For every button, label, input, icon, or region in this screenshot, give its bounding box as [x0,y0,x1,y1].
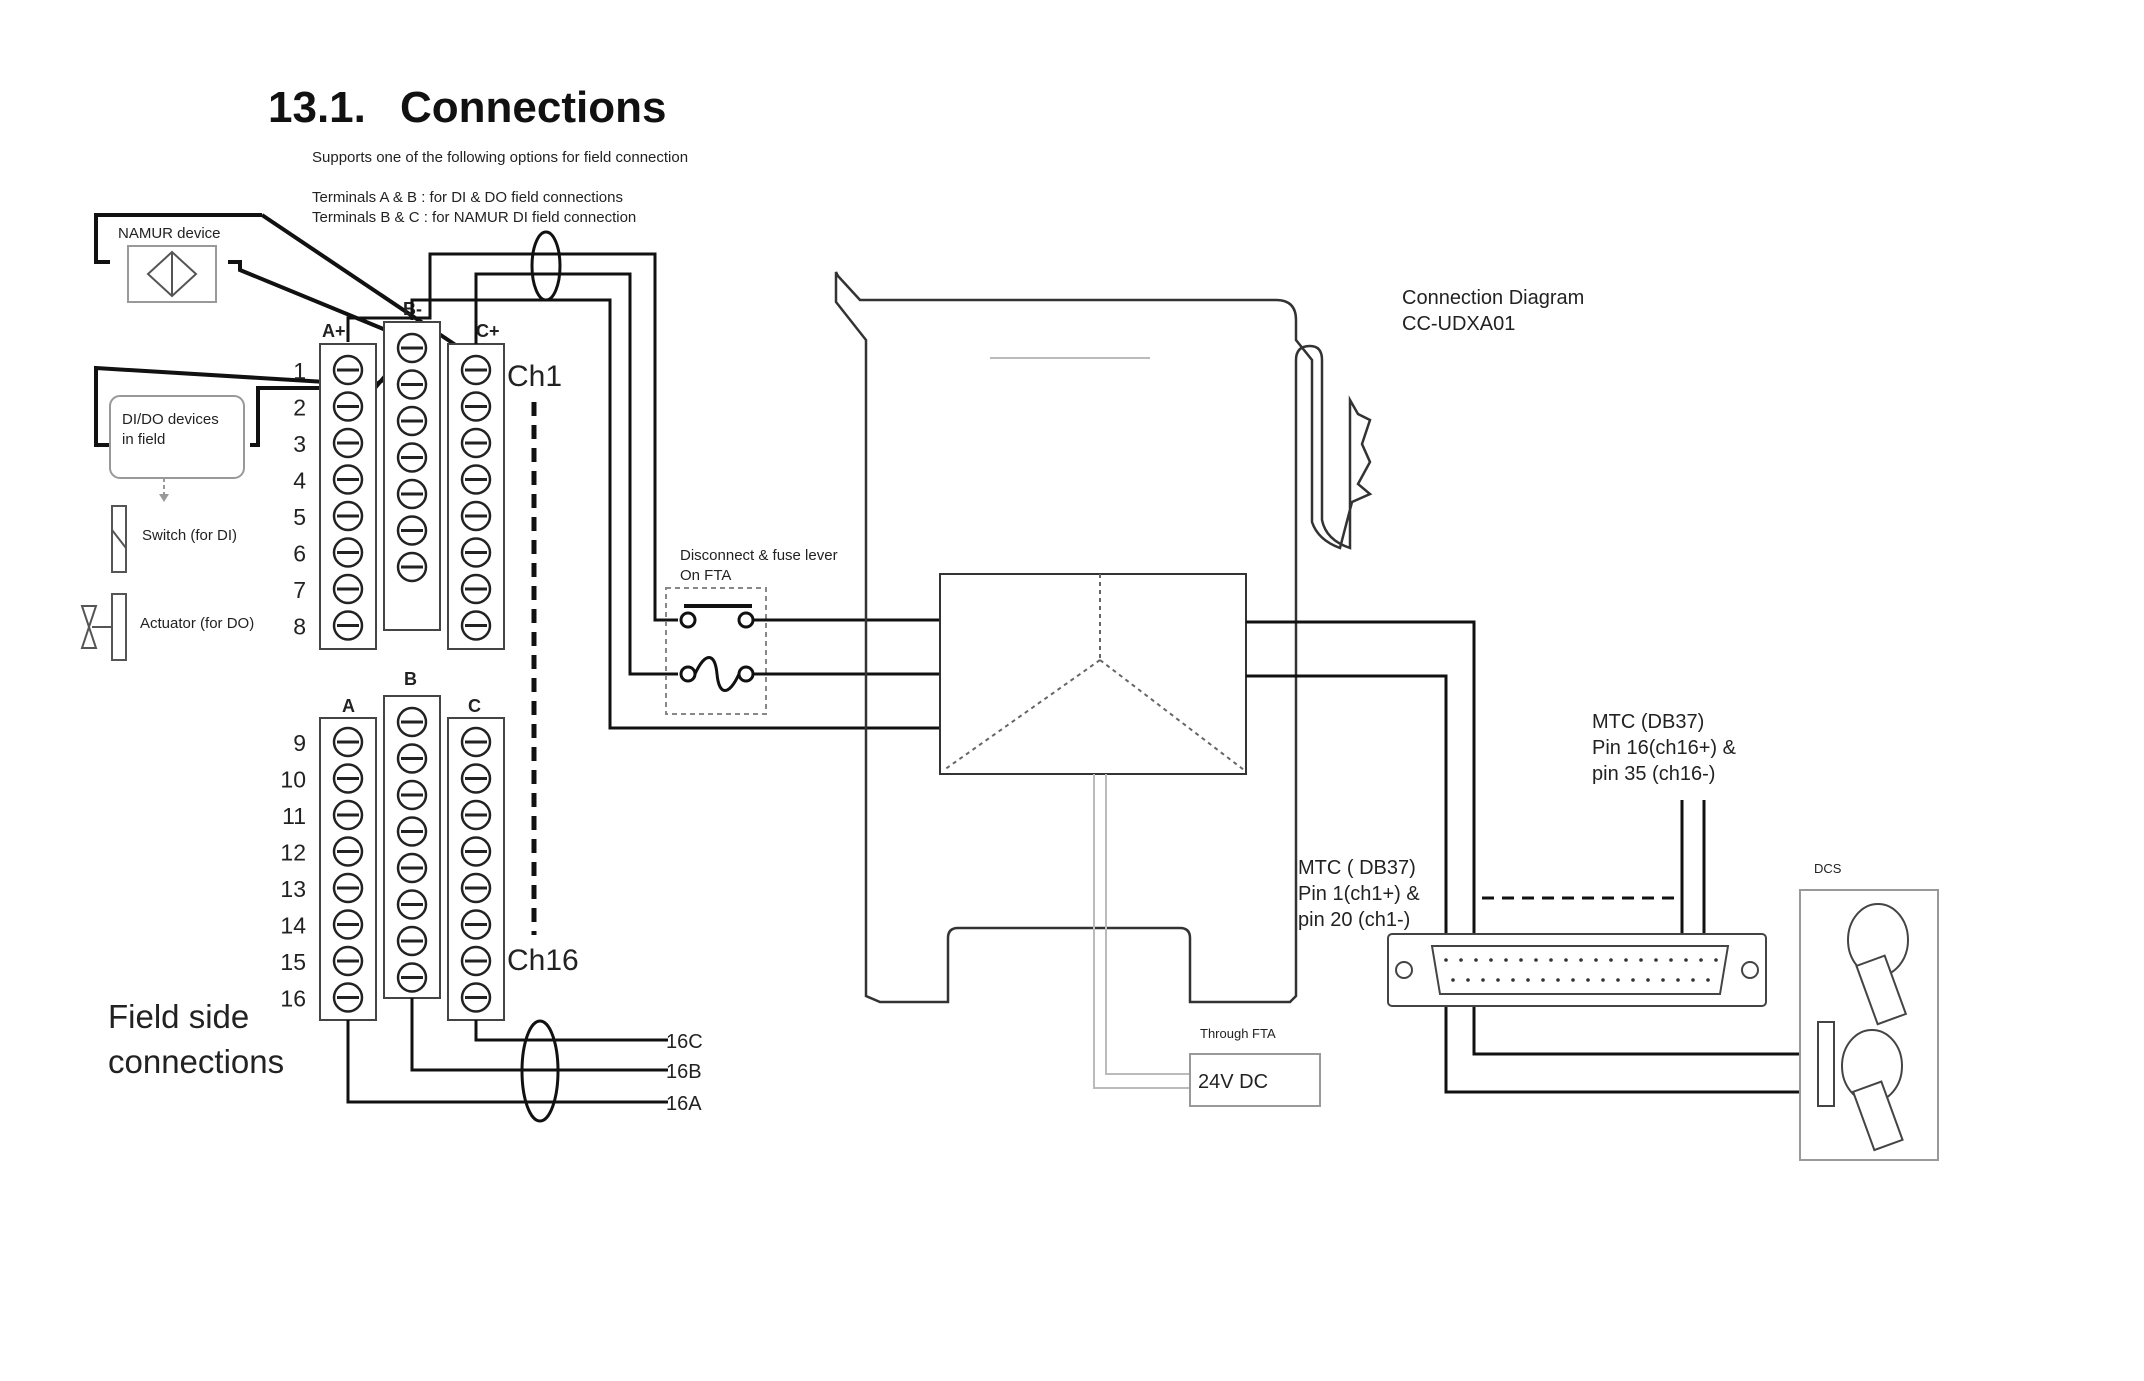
terminal-row-number: 6 [293,541,306,567]
terminal-row-number: 7 [293,577,306,603]
namur-wire-left [94,213,262,264]
terminal-row-number: 16 [280,986,306,1012]
wire-label-16b: 16B [666,1061,702,1083]
wire-label-16a: 16A [666,1093,702,1115]
dcs-label: DCS [1814,861,1842,876]
namur-device-label: NAMUR device [118,225,221,242]
dido-label-1: DI/DO devices [122,411,219,428]
ch16-label: Ch16 [507,944,579,977]
lower-header-b: B [404,669,417,689]
upper-header-a: A+ [322,321,346,341]
terminal-row-number: 4 [293,468,306,494]
power-wire-1 [1093,774,1190,1089]
mtc-ch16-label-2: Pin 16(ch16+) & [1592,737,1737,759]
mtc-ch1-label-2: Pin 1(ch1+) & [1298,883,1420,905]
lower-row-numbers: 9 10 11 12 13 14 15 16 [280,730,306,1012]
fta-board-outline [834,271,1373,1004]
section-number: 13.1. [268,83,366,132]
column-b-upper [383,321,441,631]
upper-row-numbers: 1 2 3 4 5 6 7 8 [293,358,306,640]
lower-header-c: C [468,696,481,716]
fta-module [939,573,1247,775]
switch-label: Switch (for DI) [142,527,237,544]
field-side-label-1: Field side [108,998,249,1035]
namur-device: NAMUR device [118,225,221,303]
dido-label-2: in field [122,431,165,448]
switch-icon [111,505,127,573]
wire-ch1-b [410,298,940,730]
wire-ch1-plus [1246,620,1818,1056]
terminal-note-ab: Terminals A & B : for DI & DO field conn… [312,189,623,206]
through-fta-label: Through FTA [1200,1026,1276,1041]
power-wire-2 [1105,774,1190,1075]
ch1-label: Ch1 [507,360,562,393]
intro-text: Supports one of the following options fo… [312,149,688,166]
fuse-icon [679,656,940,692]
namur-wire-b [228,260,411,342]
lower-screws [332,706,492,1013]
mtc-ch1-label-3: pin 20 (ch1-) [1298,909,1410,931]
power-supply-box [1189,1053,1321,1107]
arrow-down-icon [159,494,169,502]
disconnect-switch-icon [679,604,940,629]
terminal-row-number: 8 [293,614,306,640]
terminal-row-number: 12 [280,840,306,866]
actuator-icon [111,593,127,661]
terminal-row-number: 10 [280,767,306,793]
terminal-row-number: 9 [293,730,306,756]
terminal-row-number: 13 [280,876,306,902]
terminal-row-number: 11 [282,803,306,829]
fuse-lever-box [665,587,767,715]
terminal-row-number: 3 [293,431,306,457]
actuator-label: Actuator (for DO) [140,615,254,632]
terminal-row-number: 1 [293,358,306,384]
namur-sensor-box [127,245,217,303]
field-side-label-2: connections [108,1043,284,1080]
wire-16b [410,998,668,1072]
dido-device-box [109,395,245,479]
lower-header-a: A [342,696,355,716]
upper-screws [332,332,492,641]
wire-ch1-minus [1246,674,1818,1094]
mtc-ch1-label-1: MTC ( DB37) [1298,857,1416,879]
diagram-title-2: CC-UDXA01 [1402,313,1515,335]
wire-16a [346,1020,668,1104]
cable-bundle-upper [530,230,562,302]
terminal-row-number: 5 [293,504,306,530]
mtc-ch16-label-1: MTC (DB37) [1592,711,1704,733]
diagram-title-1: Connection Diagram [1402,287,1584,309]
mtc-ch16-label-3: pin 35 (ch16-) [1592,763,1715,785]
terminal-row-number: 14 [280,913,306,939]
wire-16c [474,1020,668,1042]
lower-terminal-block: A B C 9 10 11 12 13 14 15 16 [280,669,505,1021]
wire-ch1-a [346,252,678,622]
power-label: 24V DC [1198,1071,1268,1093]
terminal-note-bc: Terminals B & C : for NAMUR DI field con… [312,209,636,226]
terminal-row-number: 2 [293,395,306,421]
cable-bundle-lower [520,1019,560,1123]
fuse-label-2: On FTA [680,567,731,584]
db37-connector [1387,933,1767,1007]
terminal-row-number: 15 [280,949,306,975]
dcs-unit [1799,889,1939,1161]
wire-label-16c: 16C [666,1031,703,1053]
wire-ch1-c [474,272,678,676]
section-title: Connections [400,83,666,132]
fuse-label-1: Disconnect & fuse lever [680,547,838,564]
upper-header-c: C+ [476,321,500,341]
